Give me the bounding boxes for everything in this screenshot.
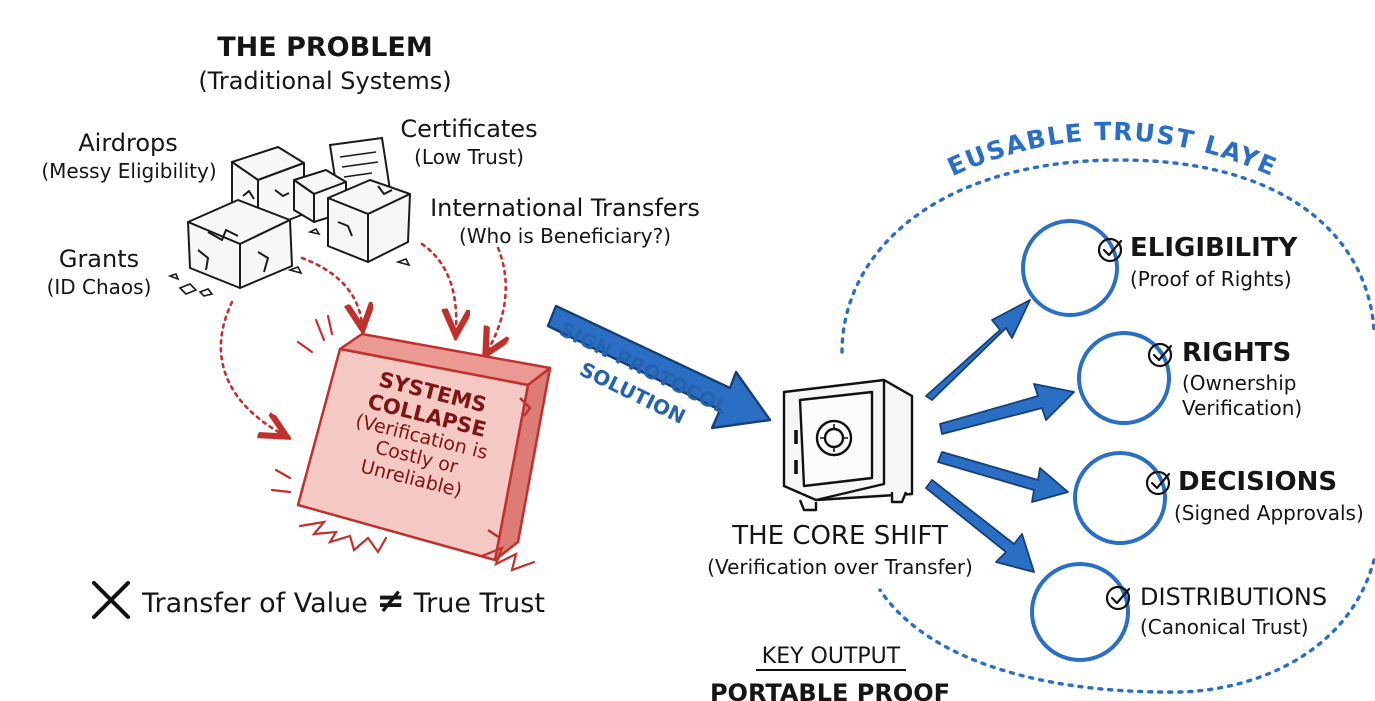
item-label-transfers: International Transfers — [430, 194, 700, 222]
statement-right: True Trust — [413, 588, 545, 619]
core-shift-title: THE CORE SHIFT — [732, 521, 948, 551]
trust-note-eligibility: (Proof of Rights) — [1130, 267, 1292, 291]
trust-node — [1077, 331, 1171, 425]
item-label-airdrops: Airdrops — [78, 129, 178, 157]
key-output-value: PORTABLE PROOF — [709, 679, 951, 701]
not-equal-icon: ≠ — [376, 581, 406, 621]
item-label-certificates: Certificates — [400, 115, 538, 143]
key-output-label: KEY OUTPUT — [761, 644, 901, 669]
item-note-certificates: (Low Trust) — [414, 145, 524, 169]
trust-layer-boundary — [840, 158, 1375, 694]
trust-node — [1021, 219, 1119, 317]
check-circle-icon — [1097, 237, 1123, 263]
item-note-grants: (ID Chaos) — [46, 275, 152, 299]
vault-icon — [782, 378, 914, 512]
broken-cube-icon — [327, 179, 411, 263]
trust-note-rights-1: (Ownership — [1182, 371, 1297, 395]
item-note-airdrops: (Messy Eligibility) — [41, 159, 217, 183]
check-circle-icon — [1105, 585, 1131, 611]
trust-note-decisions: (Signed Approvals) — [1174, 501, 1364, 525]
trust-item-decisions: DECISIONS — [1178, 467, 1338, 497]
broken-cube-icon — [187, 199, 293, 289]
trust-node — [1073, 451, 1167, 545]
trust-item-eligibility: ELIGIBILITY — [1130, 233, 1298, 263]
collapse-arrows — [219, 242, 506, 434]
debris-icon — [167, 227, 411, 297]
check-circle-icon — [1145, 470, 1171, 496]
problem-title: THE PROBLEM — [217, 32, 433, 63]
check-circle-icon — [1147, 342, 1173, 368]
collapse-box-icon — [296, 332, 552, 562]
trust-node — [1030, 562, 1130, 662]
output-arrows — [925, 299, 1075, 573]
trust-item-distributions: DISTRIBUTIONS — [1140, 583, 1328, 611]
solution-arrow — [546, 304, 772, 430]
item-label-grants: Grants — [58, 245, 140, 273]
statement-left: Transfer of Value — [142, 588, 368, 619]
trust-note-distributions: (Canonical Trust) — [1140, 615, 1309, 639]
trust-statement: Transfer of Value ≠ True Trust — [142, 581, 545, 621]
problem-subtitle: (Traditional Systems) — [198, 67, 452, 95]
item-note-transfers: (Who is Beneficiary?) — [458, 224, 672, 248]
x-mark-icon — [92, 581, 130, 619]
trust-item-rights: RIGHTS — [1182, 338, 1292, 368]
core-shift-subtitle: (Verification over Transfer) — [707, 555, 973, 579]
trust-note-rights-2: Verification) — [1182, 396, 1303, 420]
impact-lines — [270, 314, 536, 572]
